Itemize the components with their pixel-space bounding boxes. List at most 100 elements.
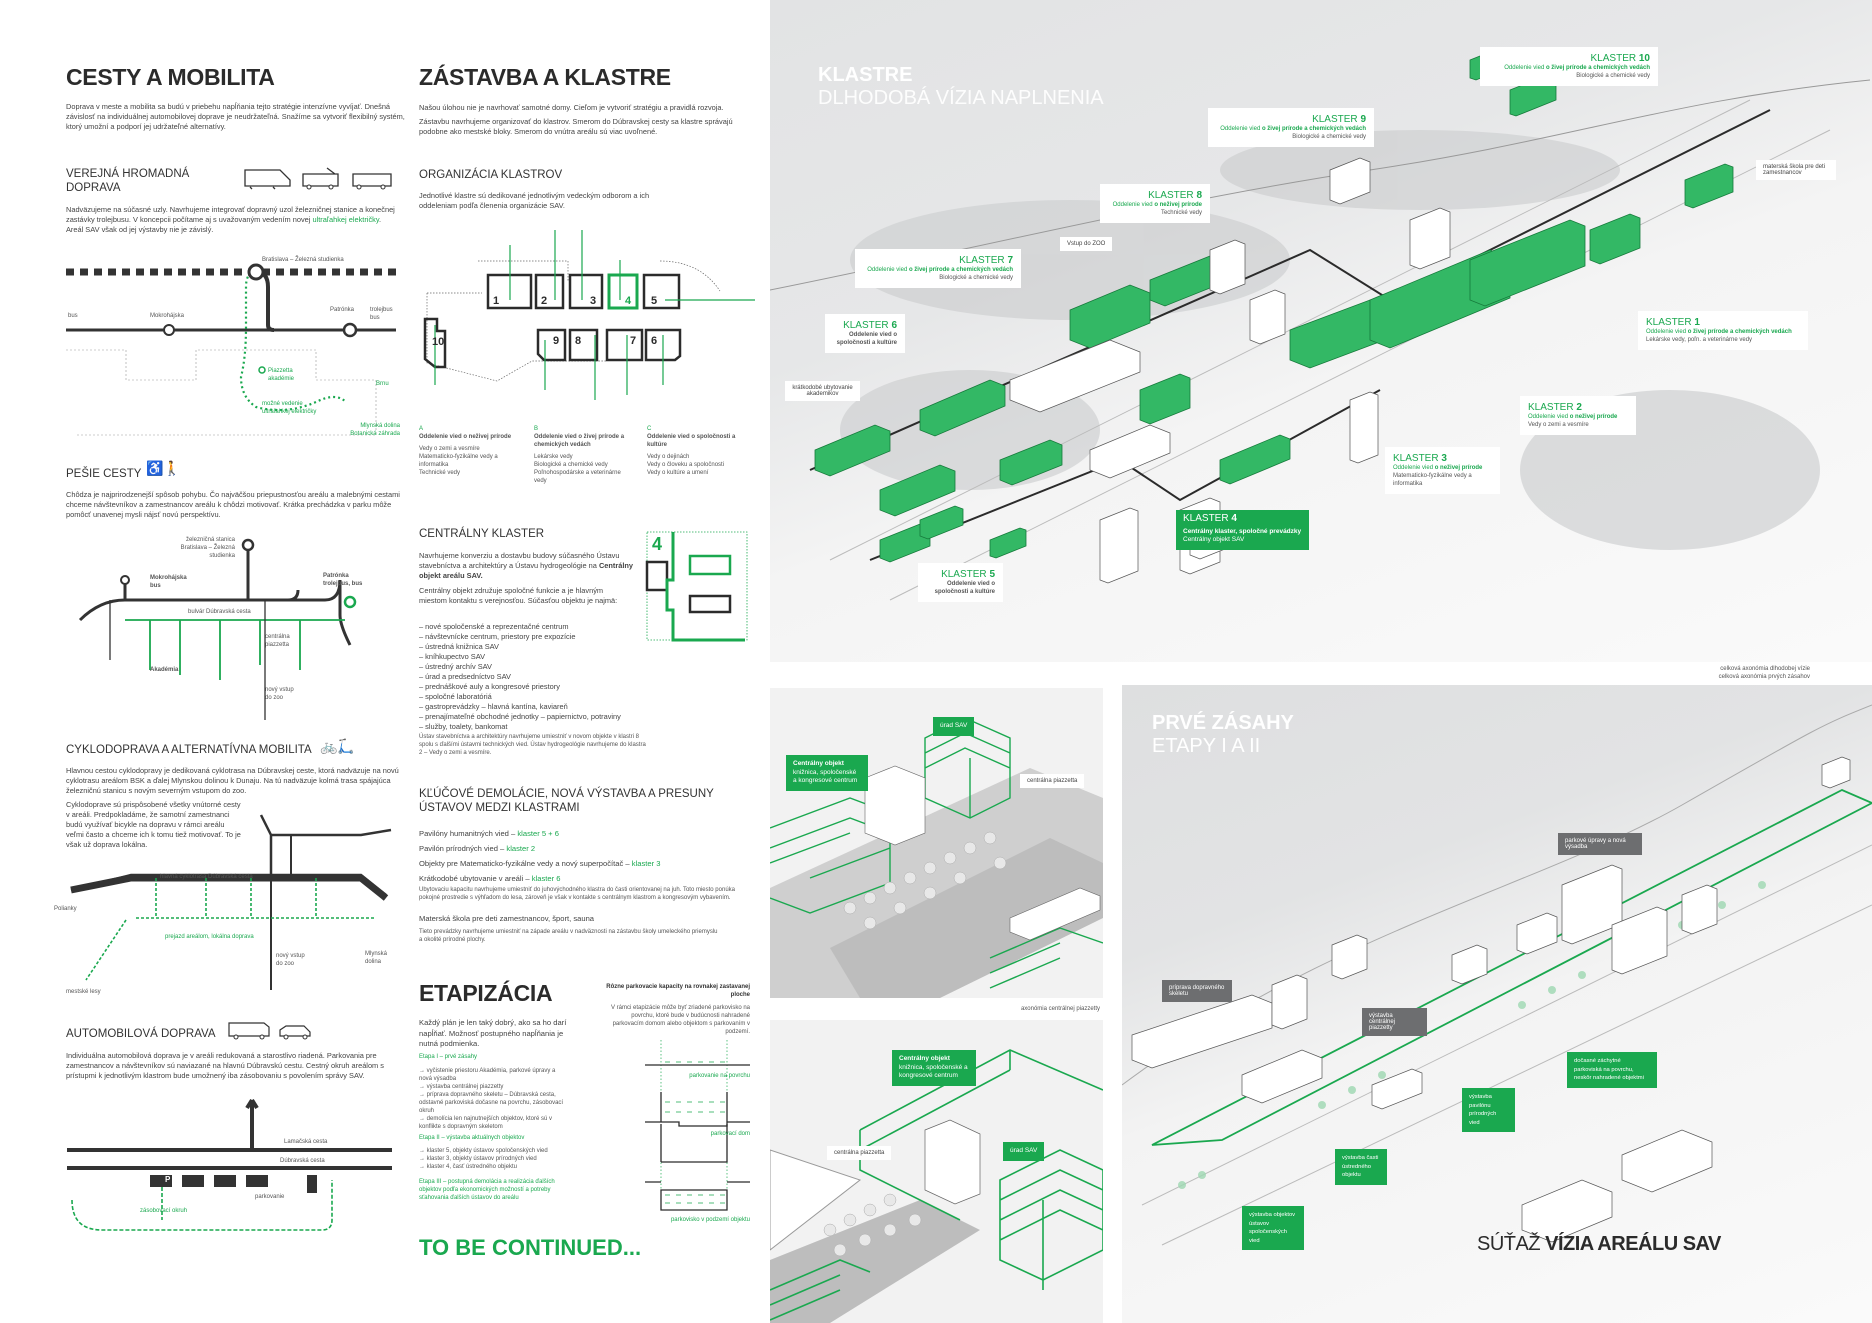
diagram-label: Mokrohájska [150,313,185,319]
lodging-label: krátkodobé ubytovanie akademikov [785,381,860,401]
phase-2-list: → klaster 5, objekty ústavov spoločenský… [419,1147,569,1171]
cluster-number: 9 [553,335,560,347]
cluster-organization-diagram [423,230,755,400]
central-text-2: Centrálny objekt združuje spoločné funkc… [419,586,618,605]
diagram-label: železničná stanica Bratislava – Železná … [180,537,235,559]
list-item: → klaster 5, objekty ústavov spoločenský… [419,1148,548,1154]
plaza-label: centrálna piazzetta [1020,774,1085,788]
first-interventions-axonometry: PRVÉ ZÁSAHY ETAPY I A II parkové úpravy … [1122,685,1872,1323]
org-text: Jednotlivé klastre sú dedikované jednotl… [419,191,650,210]
diagram-label: centrálna piazzetta [265,634,290,648]
legend-key: A [419,426,424,432]
first-subtitle: ETAPY I A II [1152,735,1261,757]
cluster-number: 4 [625,295,632,307]
tram-link[interactable]: ultraľahkej električky [312,215,379,224]
central-text: Navrhujeme konverziu a dostavbu budovy s… [419,551,634,580]
caption: celková axonómia prvých zásahov [1718,674,1810,680]
competition-brand: SÚŤAŽ VÍZIA AREÁLU SAV [1477,1233,1721,1255]
diagram-label: trolejbus bus [370,307,393,321]
callout-social-sciences[interactable]: výstavba objektov ústavov spoločenských … [1242,1206,1304,1250]
callout-piazzetta[interactable]: výstavba centrálnej piazzetty [1362,1008,1427,1036]
public-transport-title: VEREJNÁ HROMADNÁ DOPRAVA [66,168,190,194]
cluster-number: 2 [541,295,548,307]
cluster-4-number: 4 [652,534,663,554]
phase-1-title: Etapa I – prvé zásahy [419,1054,478,1060]
cluster-number: 3 [590,295,597,307]
central-functions-list: – nové spoločenské a reprezentačné centr… [419,622,659,732]
diagram-label: hlavná cyklotrasa Dúbravská cesta [160,874,253,880]
diagram-label: zásobovací okruh [140,1208,188,1214]
bike-text: Hlavnou cestou cyklodopravy je dedikovan… [66,766,399,795]
list-item: – úrad a predsedníctvo SAV [419,672,511,681]
cluster-number: 8 [575,335,582,347]
first-title: PRVÉ ZÁSAHY [1152,712,1294,734]
clusters-p1: Našou úlohou nie je navrhovať samotné do… [419,103,724,112]
caption: celková axonómia dlhodobej vízie [1720,666,1810,672]
callout-transport-skeleton[interactable]: príprava dopravného skeletu [1162,980,1232,1002]
diagram-label: Mokrohájska bus [150,575,187,589]
public-transport-text: Nadväzujeme na súčasné uzly. Navrhujeme … [66,205,395,234]
callout-temporary-parking[interactable]: dočasné záchytné parkoviská na povrchu, … [1567,1052,1657,1088]
phasing-text: Každý plán je len taký dobrý, ako sa ho … [419,1018,567,1048]
diagram-label: parkovanie [255,1194,285,1200]
legend-name: Oddelenie vied o spoločnosti a kultúre [647,434,736,448]
list-item: → príprava dopravného skeletu – Dúbravsk… [419,1092,564,1114]
cluster-number: 1 [493,295,500,307]
cluster-number: 5 [651,295,658,307]
car-title: AUTOMOBILOVÁ DOPRAVA [66,1028,216,1040]
walking-diagram [78,538,357,720]
map-title: KLASTRE [818,64,913,86]
car-diagram [67,1098,392,1231]
org-title: ORGANIZÁCIA KLASTROV [419,169,563,181]
callout-natural-sciences[interactable]: výstavba pavilónu prírodných vied [1462,1088,1515,1132]
list-item: → klaster 4, časť ústredného objektu [419,1164,517,1170]
diagram-label: Brnu [376,381,389,387]
list-item: → výstavba centrálnej piazzetty [419,1084,504,1090]
public-transport-diagram [66,263,396,436]
office-label-2[interactable]: úrad SAV [1003,1142,1045,1161]
legend-name: Oddelenie vied o živej prírode a chemick… [534,434,625,448]
diagram-label: Patrónka trolejbus, bus [323,573,363,587]
parking-label: parkovanie na povrchu [689,1073,750,1079]
car-text: Individuálna automobilová doprava je v a… [66,1051,384,1080]
kindergarten-label: materská škola pre deti zamestnancov [1756,160,1836,180]
diagram-label: Akadémia [150,667,179,673]
office-label[interactable]: úrad SAV [933,717,975,736]
legend-key: C [647,426,652,432]
diagram-label: prejazd areálom, lokálna doprava [165,934,254,940]
map-title-block: KLASTRE DLHODOBÁ VÍZIA NAPLNENIA [818,64,1104,110]
moves-item: Pavilóny humanitných vied – klaster 5 + … [419,829,559,838]
callout-park[interactable]: parkové úpravy a nová výsadba [1558,833,1642,855]
diagram-label: Bratislava – Železná studienka [262,257,344,263]
moves-note: Ubytovaciu kapacitu navrhujeme umiestniť… [419,887,735,901]
list-item: – gastroprevádzky – hlavná kantína, kavi… [419,702,568,711]
moves-item: Objekty pre Matematicko-fyzikálne vedy a… [419,859,661,868]
diagram-label: nový vstup do zoo [265,687,294,701]
diagram-label: bulvár Dúbravská cesta [188,609,251,615]
zoo-entrance-label: Vstup do ZOO [1060,237,1113,251]
diagram-label: bus [68,313,78,319]
list-item: → vyčistenie priestoru Akadémia, parkové… [419,1068,556,1082]
caption: axonómia centrálnej piazzetty [1020,1006,1100,1012]
moves-list: Pavilóny humanitných vied – klaster 5 + … [419,826,759,886]
wheelchair-pedestrian-icon: ♿🚶 [146,460,181,476]
list-item: – ústredná knižnica SAV [419,642,499,651]
callout-central-object[interactable]: výstavba časti ústredného objektu [1335,1149,1387,1185]
phase-2-title: Etapa II – výstavba aktuálnych objektov [419,1135,525,1141]
bike-text-2: Cyklodoprave sú prispôsobené všetky vnút… [66,800,241,849]
piazzetta-drawing-2 [770,1049,1103,1323]
diagram-label: Piazzetta akadémie [268,368,295,382]
